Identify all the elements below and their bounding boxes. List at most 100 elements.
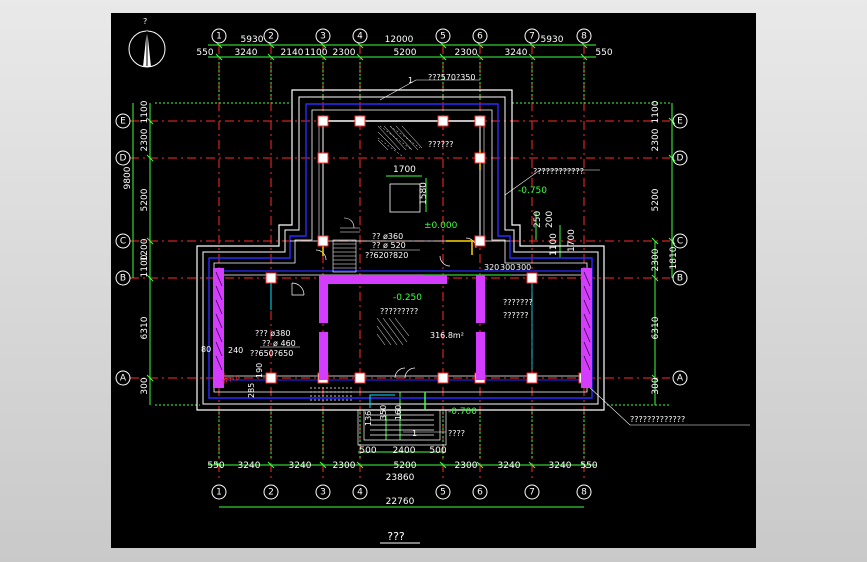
- dim-right-lower-total: 1810: [669, 246, 679, 269]
- dim-top-seg: 5200: [394, 48, 417, 58]
- elevation-main: -0.250: [393, 293, 422, 303]
- floor-grating: [376, 125, 423, 346]
- grid-bubble-top: 3: [315, 28, 331, 44]
- grid-bubble-label: 1: [216, 488, 222, 498]
- dim-80: 80: [201, 345, 211, 354]
- floor-plan-drawing: ?: [115, 17, 750, 544]
- grid-bubble-label: C: [677, 237, 683, 247]
- dim-right-seg: 2300: [651, 128, 661, 151]
- grid-bubble-bottom: 1: [211, 484, 227, 500]
- dimension-text-top: 12000 5930 5930 550 3240 2140 1100 2300 …: [196, 35, 612, 58]
- grid-bubble-bottom: 7: [524, 484, 540, 500]
- dim-bottom-seg: 550: [580, 461, 597, 471]
- main-room-label: ?????????: [380, 307, 418, 316]
- dim-right-seg: 1100: [651, 100, 661, 123]
- grid-bubble-right: E: [672, 113, 688, 129]
- pipe-note: ?? ø 460: [262, 339, 296, 348]
- dim-top-left-group: 5930: [241, 35, 264, 45]
- dim-left-overall: 9800: [123, 166, 133, 189]
- dim-left-seg: 1100: [140, 100, 150, 123]
- dim-160: 160: [394, 405, 403, 420]
- elevation-stair: -0.700: [448, 407, 477, 417]
- grid-bubble-bottom: 2: [263, 484, 279, 500]
- grid-bubble-left: C: [115, 233, 131, 249]
- right-outer-note: ?????????????: [630, 415, 685, 424]
- dim-right-seg: 300: [651, 377, 661, 394]
- dim-left-seg: 5200: [140, 188, 150, 211]
- dim-left-seg: 2300: [140, 128, 150, 151]
- dim-top-right-group: 5930: [541, 35, 564, 45]
- upper-note: ????????????: [533, 167, 584, 176]
- dim-200: 200: [545, 211, 555, 228]
- dim-bottom-seg: 3240: [498, 461, 521, 471]
- grid-bubble-top: 2: [263, 28, 279, 44]
- dim-bottom-seg: 2300: [333, 461, 356, 471]
- dim-bottom-grid-total: 22760: [386, 497, 415, 507]
- pipe-note: ??620?820: [365, 251, 408, 260]
- grid-bubble-label: 6: [477, 32, 483, 42]
- dim-bottom-seg: 3240: [549, 461, 572, 471]
- pipe-note: ?? ø 520: [372, 241, 406, 250]
- dim-285: 285: [247, 383, 256, 398]
- grid-bubble-top: 8: [576, 28, 592, 44]
- grid-bubble-label: 3: [320, 488, 326, 498]
- dim-stair-seg: 2400: [393, 446, 416, 456]
- grid-bubble-top: 1: [211, 28, 227, 44]
- grid-bubble-label: A: [120, 374, 127, 384]
- upper-room-label: ??????: [428, 140, 453, 149]
- dim-right-seg: 5200: [651, 188, 661, 211]
- dim-bottom-seg: 3240: [289, 461, 312, 471]
- dim-top-seg: 3240: [235, 48, 258, 58]
- dim-1700b: 1700: [567, 229, 577, 252]
- dim-bottom-seg: 550: [207, 461, 224, 471]
- elevation-center: ±0.000: [424, 221, 458, 231]
- dim-1580: 1580: [419, 182, 429, 205]
- north-label: ?: [143, 17, 147, 26]
- grid-bubble-label: D: [677, 154, 684, 164]
- grid-bubble-bottom: 8: [576, 484, 592, 500]
- dim-top-seg: 1100: [305, 48, 328, 58]
- dim-bottom-overall: 23860: [386, 473, 415, 483]
- dim-right-seg: 6310: [651, 316, 661, 339]
- grid-bubble-top: 6: [472, 28, 488, 44]
- grid-bubble-right: A: [672, 370, 688, 386]
- north-arrow-icon: ?: [128, 17, 166, 68]
- dim-stair-seg: 500: [429, 446, 446, 456]
- dim-top-seg: 3240: [505, 48, 528, 58]
- grid-bubble-label: 3: [320, 32, 326, 42]
- dimension-text-bottom: 550 3240 3240 2300 5200 2300 3240 3240 5…: [207, 446, 597, 507]
- grid-bubble-left: D: [115, 150, 131, 166]
- dim-320: 320: [484, 263, 499, 272]
- grid-bubble-right: D: [672, 150, 688, 166]
- dim-top-seg: 550: [595, 48, 612, 58]
- dim-left-seg: 300: [140, 377, 150, 394]
- dim-top-seg: 550: [196, 48, 213, 58]
- callout-number: 1: [412, 429, 417, 438]
- dim-bottom-seg: 3240: [238, 461, 261, 471]
- top-callout: ???570?350: [428, 73, 476, 82]
- dim-left-seg: 6310: [140, 316, 150, 339]
- dim-top-seg: 2300: [455, 48, 478, 58]
- building-walls: [196, 79, 750, 446]
- dim-stair-seg: 500: [359, 446, 376, 456]
- cad-viewport[interactable]: ?: [111, 13, 756, 548]
- grid-bubble-label: 5: [440, 488, 446, 498]
- dimension-lines: [132, 41, 676, 508]
- elevation-upper: -0.750: [518, 186, 547, 196]
- dim-bottom-seg: 5200: [394, 461, 417, 471]
- dim-left-seg: 1200: [140, 238, 150, 261]
- pipe-note: ?? ø360: [372, 232, 403, 241]
- grid-bubble-label: C: [120, 237, 126, 247]
- grid-bubble-label: 4: [357, 32, 363, 42]
- grid-bubble-bottom: 6: [472, 484, 488, 500]
- grid-bubble-label: 8: [581, 32, 587, 42]
- grid-bubble-label: 7: [529, 32, 535, 42]
- grid-bubble-top: 4: [352, 28, 368, 44]
- grid-bubble-bottom: 3: [315, 484, 331, 500]
- grid-bubble-top: 7: [524, 28, 540, 44]
- grid-bubble-label: B: [677, 274, 683, 284]
- dim-top-seg: 2140: [281, 48, 304, 58]
- dim-300b: 300: [516, 263, 531, 272]
